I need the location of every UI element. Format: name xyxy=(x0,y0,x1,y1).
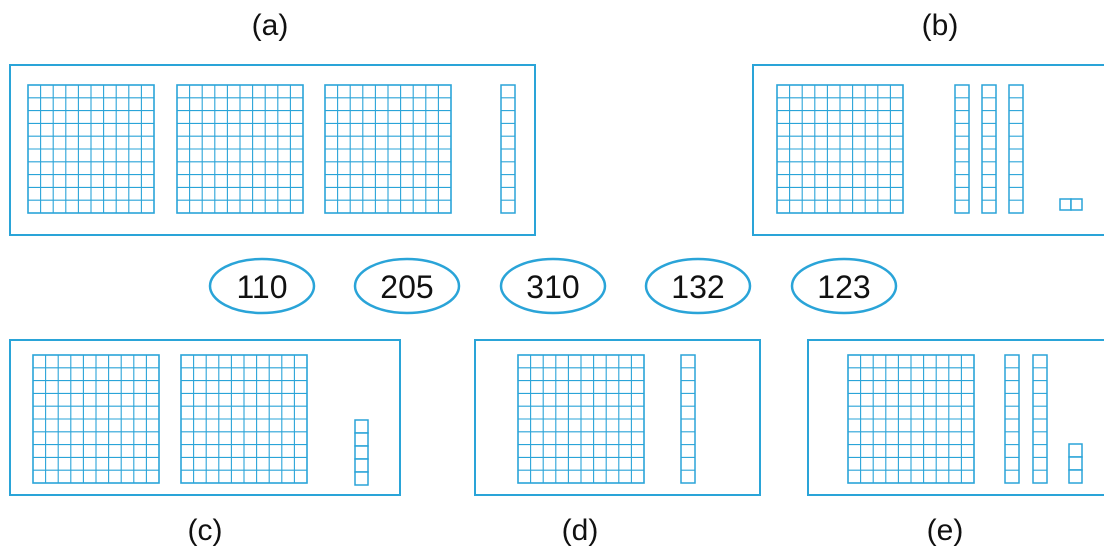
hundred-flat xyxy=(517,354,645,484)
hundred-flat xyxy=(32,354,160,484)
one-unit xyxy=(1068,456,1083,471)
caption-a: (a) xyxy=(252,9,289,42)
ten-rod xyxy=(680,354,696,484)
number-oval-110: 110 xyxy=(208,257,316,315)
number-132: 132 xyxy=(671,269,724,305)
panel-d xyxy=(474,339,761,496)
panel-a xyxy=(9,64,536,236)
one-unit xyxy=(354,432,369,447)
caption-d: (d) xyxy=(562,514,599,547)
number-oval-123: 123 xyxy=(790,257,898,315)
number-oval-205: 205 xyxy=(353,257,461,315)
panel-e xyxy=(807,339,1104,496)
number-205: 205 xyxy=(380,269,433,305)
number-310: 310 xyxy=(526,269,579,305)
ten-rod xyxy=(1032,354,1048,484)
one-unit xyxy=(1068,469,1083,484)
ten-rod xyxy=(954,84,970,214)
number-oval-132: 132 xyxy=(644,257,752,315)
caption-e: (e) xyxy=(927,514,964,547)
hundred-flat xyxy=(176,84,304,214)
number-oval-310: 310 xyxy=(499,257,607,315)
one-unit xyxy=(1059,198,1072,211)
one-unit xyxy=(1070,198,1083,211)
one-unit xyxy=(354,419,369,434)
one-unit xyxy=(354,458,369,473)
hundred-flat xyxy=(180,354,308,484)
ten-rod xyxy=(1004,354,1020,484)
ten-rod xyxy=(981,84,997,214)
hundred-flat xyxy=(847,354,975,484)
one-unit xyxy=(354,445,369,460)
panel-c xyxy=(9,339,401,496)
hundred-flat xyxy=(324,84,452,214)
one-unit xyxy=(1068,443,1083,458)
caption-c: (c) xyxy=(188,514,223,547)
caption-b: (b) xyxy=(922,9,959,42)
number-110: 110 xyxy=(236,269,287,305)
panel-b xyxy=(752,64,1104,236)
hundred-flat xyxy=(27,84,155,214)
number-123: 123 xyxy=(817,269,870,305)
one-unit xyxy=(354,471,369,486)
ten-rod xyxy=(1008,84,1024,214)
hundred-flat xyxy=(776,84,904,214)
ten-rod xyxy=(500,84,516,214)
